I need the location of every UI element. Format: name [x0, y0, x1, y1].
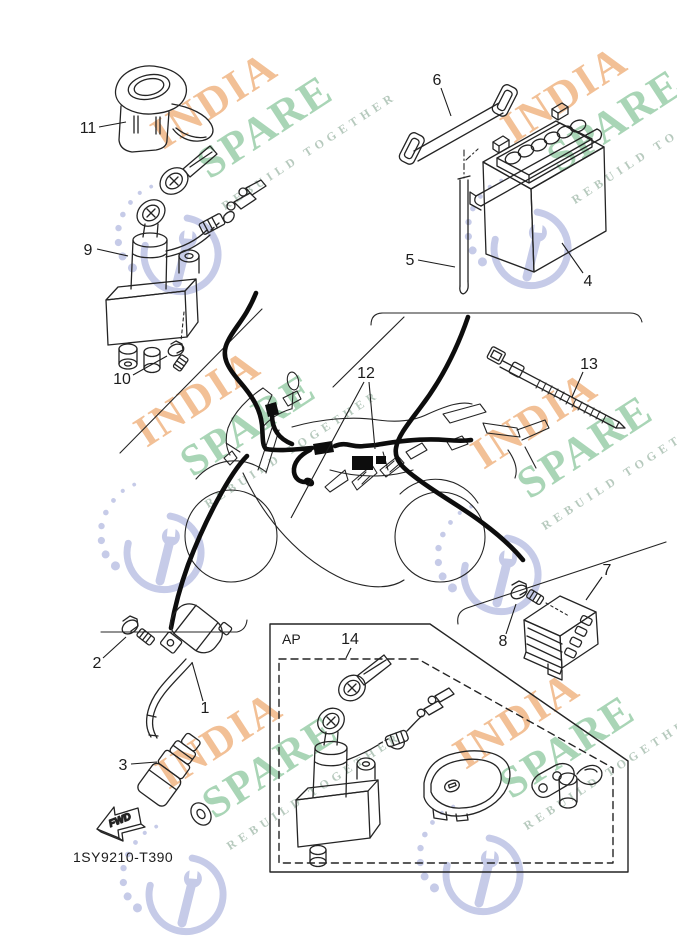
callout-8-rectifier-screw: 8 [499, 633, 508, 650]
battery-drawing [469, 102, 607, 273]
ap-group-label: AP [282, 631, 301, 647]
callout-12-wire-harness: 12 [357, 365, 375, 382]
lock-set-drawing [295, 654, 603, 868]
diagram-code: 1SY9210-T390 [73, 849, 173, 865]
section-divider-lines [100, 308, 667, 633]
harness-connector-box [352, 456, 373, 470]
battery-band-drawing [398, 84, 518, 165]
ignition-coil-drawing [121, 603, 233, 739]
callout-7-rectifier: 7 [603, 562, 612, 579]
spark-plug-cap-drawing [137, 732, 212, 826]
wire-harness-drawing [168, 290, 526, 631]
breather-pipe-drawing [457, 148, 479, 295]
fwd-arrow-icon: FWD [96, 806, 146, 842]
callout-labels: 11 9 10 6 5 4 12 13 2 1 3 7 8 14 AP [80, 72, 612, 774]
immobilizer-cover-drawing [114, 65, 214, 153]
rectifier-drawing [510, 580, 599, 681]
callout-2-coil-screw: 2 [93, 655, 102, 672]
lock-set-box [269, 623, 629, 873]
callout-9-main-switch: 9 [84, 242, 93, 259]
cable-tie-drawing [486, 346, 626, 429]
motorcycle-outline [184, 371, 550, 588]
callout-4-battery: 4 [584, 273, 593, 290]
callout-11-immobilizer-cover: 11 [80, 120, 97, 137]
callout-3-plug-cap: 3 [119, 757, 128, 774]
main-switch-drawing [105, 145, 267, 374]
callout-14-lock-set: 14 [341, 631, 359, 648]
callout-5-breather-pipe: 5 [406, 252, 415, 269]
harness-connector-box-small [376, 456, 386, 464]
callout-6-battery-band: 6 [433, 72, 442, 89]
callout-10-screw: 10 [113, 371, 131, 388]
callout-1-ignition-coil: 1 [201, 700, 210, 717]
callout-13-cable-tie: 13 [580, 356, 598, 373]
